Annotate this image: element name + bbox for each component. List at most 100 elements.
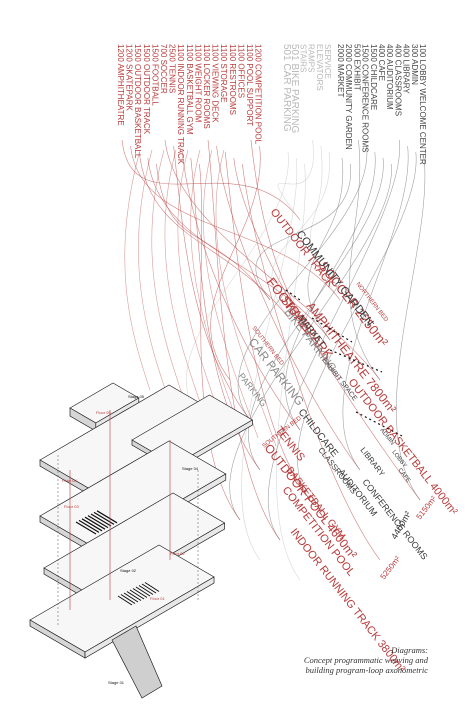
caption-line-1: Diagrams: (391, 645, 428, 655)
axon-tag: Floor 04 (62, 478, 77, 483)
program-list-item: 1500 CONFERENCE ROOMS (361, 44, 370, 152)
connection-curve (216, 145, 361, 471)
program-list-item: 1100 LOCKER ROOMS (202, 44, 211, 129)
connection-curve (130, 145, 341, 301)
program-list-item: 1100 RESTROOMS (228, 44, 237, 115)
connection-curve (210, 145, 261, 381)
program-list-item: 1100 POOL SUPPORT (245, 44, 254, 126)
connection-curve (215, 149, 277, 447)
program-label: CAFE (396, 468, 411, 484)
connection-curve (276, 163, 306, 581)
axon-stand-line (90, 513, 112, 527)
connection-curve (224, 151, 311, 501)
program-list-item: 1500 FOOTBALL (150, 44, 159, 106)
program-list-item: 501 CAR PARKING (281, 44, 292, 132)
axon-stand-line (123, 592, 139, 603)
connection-curve (203, 149, 259, 439)
axon-stand-line (138, 585, 154, 595)
connection-curve (237, 145, 368, 421)
program-list-item: 300 ADMIN (410, 44, 419, 85)
axon-stand-line (96, 510, 118, 524)
axon-tag: Floor 01 (150, 596, 165, 601)
program-list-item: 500 EXHIBIT (352, 44, 361, 91)
connection-curve (267, 139, 400, 541)
connection-curve (138, 149, 169, 399)
connection-curve (164, 149, 205, 415)
connection-curve (173, 145, 251, 421)
axon-stand-line (78, 519, 100, 533)
program-list-item: 1100 INDOOR RUNNING TRACK (176, 44, 185, 165)
connection-curve (186, 151, 289, 421)
axon-stand-line (126, 591, 142, 601)
axon-stand-line (117, 595, 133, 606)
axon-stand-line (93, 511, 115, 525)
connection-curve (395, 157, 426, 501)
axon-stand-line (87, 515, 109, 529)
figure-caption: Diagrams: Concept programmatic weaving a… (208, 645, 428, 675)
connection-curve (207, 139, 281, 541)
axon-stand-line (135, 586, 151, 597)
axon-stand-line (144, 582, 160, 592)
axon-tag: Floor 02 (170, 551, 185, 556)
connection-curve (147, 157, 331, 341)
program-list-item: 2000 COMMUNITY GARDEN (344, 44, 353, 150)
connection-curve (124, 149, 151, 391)
connection-curve (277, 139, 314, 221)
connection-curve (309, 145, 341, 301)
program-list-item: STAIRS (298, 44, 307, 72)
connection-curve (349, 139, 381, 381)
axon-tag: Stage 05 (128, 394, 145, 399)
caption-line-3: building program-loop axonometric (305, 665, 428, 675)
connection-curve (233, 157, 421, 501)
axon-stand-line (129, 589, 145, 600)
connection-curve (181, 151, 301, 431)
axonometric-drawing (29, 382, 254, 699)
program-list-item: RAMPS (307, 44, 316, 72)
program-label: LIBRARY (358, 446, 386, 479)
axon-tag: Floor 05 (96, 410, 111, 415)
connection-curve (241, 157, 298, 561)
axon-stand-line (132, 588, 148, 598)
program-list-item: 400 AUDITORIUM (385, 44, 394, 110)
program-label: 5250m² (378, 554, 402, 581)
program-list-item: 1500 OUTDOOR BASKETBALL (133, 44, 142, 159)
program-list-item: 1100 OFFICES (236, 44, 245, 98)
program-list-item: 1100 VIEWING DECK (211, 44, 220, 123)
connection-curve (255, 163, 351, 301)
dotted-markers (285, 289, 403, 437)
program-list-item: 400 CAFE (377, 44, 386, 81)
connection-curve (190, 157, 261, 471)
program-list-item: 100 LOBBY WELCOME CENTER (418, 44, 427, 165)
connection-curve (151, 149, 187, 407)
connection-curve (248, 157, 384, 471)
program-list-item: 2000 MARKET (336, 44, 345, 97)
program-list-item: 501 BIKE PARKING (289, 44, 300, 134)
program-label: 5150m² (414, 494, 438, 521)
program-list-item: ELEVATORS (315, 44, 324, 91)
program-list-item: 1500 CHILDCARE (369, 44, 378, 110)
connection-curve (271, 151, 330, 321)
connection-curve (250, 139, 341, 381)
connection-curve (307, 157, 344, 341)
axon-stand-line (84, 516, 106, 530)
program-list-item: 1100 BASKETBALL GYM (185, 44, 194, 135)
connection-curve (121, 139, 301, 221)
connection-curve (177, 149, 223, 423)
connection-curve (190, 149, 241, 431)
connection-curve (164, 139, 381, 381)
axon-tag: Stage 02 (120, 568, 137, 573)
connection-curve (297, 151, 417, 501)
connection-curve (229, 163, 392, 521)
program-list-item: 1100 STORAGE (219, 44, 228, 102)
axon-tag: Stage 04 (182, 466, 199, 471)
program-list-item: 400 LIBRARY (402, 44, 411, 94)
connection-curve (138, 151, 291, 321)
axon-stand-line (141, 583, 157, 594)
program-list-item: 700 SOCCER (159, 44, 168, 94)
